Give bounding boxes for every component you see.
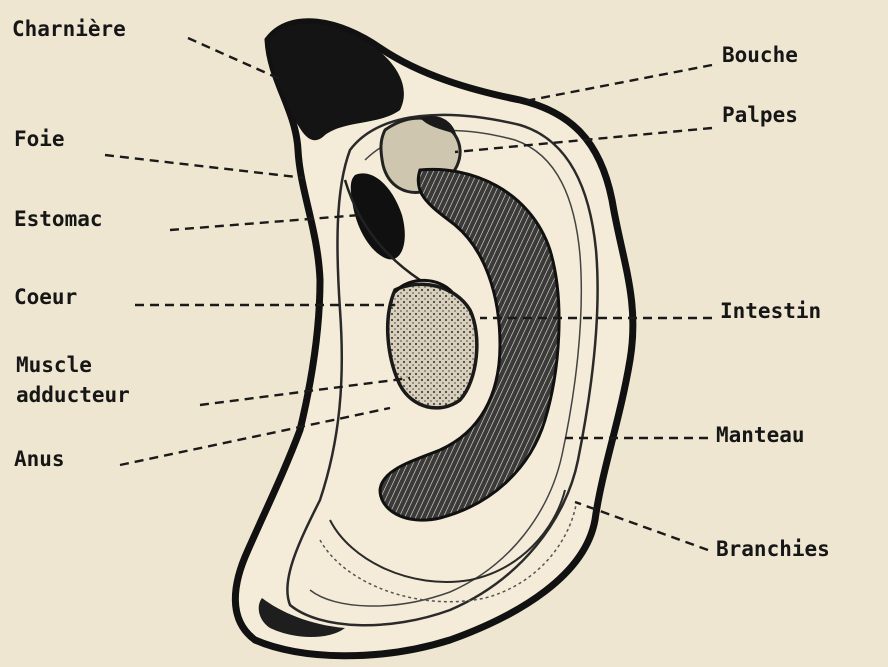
- adductor-muscle-shape: [388, 284, 477, 408]
- leader-bouche: [520, 65, 712, 102]
- label-palpes: Palpes: [722, 104, 798, 126]
- label-branchies: Branchies: [716, 538, 830, 560]
- label-bouche: Bouche: [722, 44, 798, 66]
- label-charniere: Charnière: [12, 18, 126, 40]
- label-coeur: Coeur: [14, 286, 77, 308]
- label-manteau: Manteau: [716, 424, 805, 446]
- label-intestin: Intestin: [720, 300, 821, 322]
- label-foie: Foie: [14, 128, 65, 150]
- label-estomac: Estomac: [14, 208, 103, 230]
- label-anus: Anus: [14, 448, 65, 470]
- label-muscle-line2: adducteur: [16, 384, 130, 406]
- leader-foie: [105, 155, 305, 178]
- label-muscle-line1: Muscle: [16, 354, 92, 376]
